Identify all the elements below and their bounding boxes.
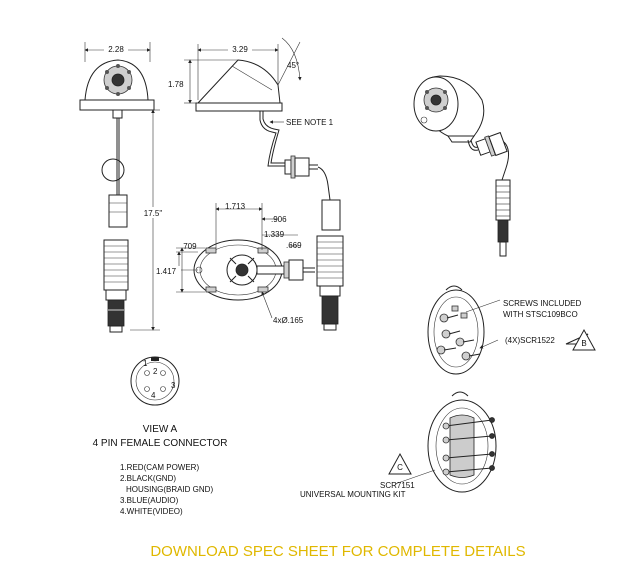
wiring-item: 2.BLACK(GND) xyxy=(120,474,176,483)
wiring-item: HOUSING(BRAID GND) xyxy=(126,485,213,494)
pin-label-4: 4 xyxy=(151,391,156,400)
pin-label-3: 3 xyxy=(171,381,176,390)
dim-906-label: .906 xyxy=(271,215,287,224)
dim-angle-label: 45° xyxy=(287,61,299,70)
dim-depth: 3.29 xyxy=(197,43,279,100)
screws-line2: WITH STSC109BCO xyxy=(503,310,578,319)
iso-view-camera xyxy=(413,75,511,257)
dim-angle: 45° xyxy=(277,37,302,86)
view-a-title: VIEW A xyxy=(143,424,178,435)
connector-view-a: 1 2 3 4 xyxy=(130,356,180,406)
pin-2 xyxy=(160,370,166,376)
wiring-item: 1.RED(CAM POWER) xyxy=(120,463,199,472)
pin-4 xyxy=(144,386,150,392)
mounting-kit-view: C SCR7151 UNIVERSAL MOUNTING KIT xyxy=(300,391,497,499)
front-view-camera xyxy=(79,59,155,333)
pin-1 xyxy=(144,370,150,376)
scr1522-label: (4X)SCR1522 xyxy=(505,336,555,345)
dim-depth-label: 3.29 xyxy=(232,45,248,54)
wiring-item: 3.BLUE(AUDIO) xyxy=(120,496,179,505)
dim-width-top-label: 2.28 xyxy=(108,45,124,54)
connector-subtitle: 4 PIN FEMALE CONNECTOR xyxy=(93,438,228,449)
dim-1713-label: 1.713 xyxy=(225,202,246,211)
side-view-camera xyxy=(195,59,344,331)
dim-cable-length: 17.5" xyxy=(130,109,166,331)
download-spec-link[interactable]: DOWNLOAD SPEC SHEET FOR COMPLETE DETAILS xyxy=(150,543,525,560)
note-1-callout: SEE NOTE 1 xyxy=(269,118,334,127)
dim-bottom: 1.713 .906 1.339 .669 .709 1.417 4xØ.165 xyxy=(155,202,304,325)
dim-holes-label: 4xØ.165 xyxy=(273,316,304,325)
mount-kit-label: UNIVERSAL MOUNTING KIT xyxy=(300,490,406,499)
pin-label-2: 2 xyxy=(153,367,158,376)
callout-c: C xyxy=(397,463,403,472)
dim-height-label: 1.78 xyxy=(168,80,184,89)
wiring-legend: 1.RED(CAM POWER) 2.BLACK(GND) HOUSING(BR… xyxy=(120,463,213,516)
note-1-label: SEE NOTE 1 xyxy=(286,118,334,127)
pin-3 xyxy=(160,386,166,392)
screws-line1: SCREWS INCLUDED xyxy=(503,299,581,308)
pin-label-1: 1 xyxy=(143,359,148,368)
dim-height: 1.78 xyxy=(168,59,238,104)
dim-669-label: .669 xyxy=(286,241,302,250)
dim-709-label: .709 xyxy=(181,242,197,251)
scr7151-label: SCR7151 xyxy=(380,481,415,490)
dim-width-top: 2.28 xyxy=(84,42,151,62)
bottom-view-camera xyxy=(193,239,315,301)
screws-view: SCREWS INCLUDED WITH STSC109BCO (4X)SCR1… xyxy=(427,285,596,375)
dim-1417-label: 1.417 xyxy=(156,267,177,276)
dim-cable-length-label: 17.5" xyxy=(144,209,163,218)
callout-b: B xyxy=(581,339,586,348)
dim-1339-label: 1.339 xyxy=(264,230,285,239)
wiring-item: 4.WHITE(VIDEO) xyxy=(120,507,183,516)
